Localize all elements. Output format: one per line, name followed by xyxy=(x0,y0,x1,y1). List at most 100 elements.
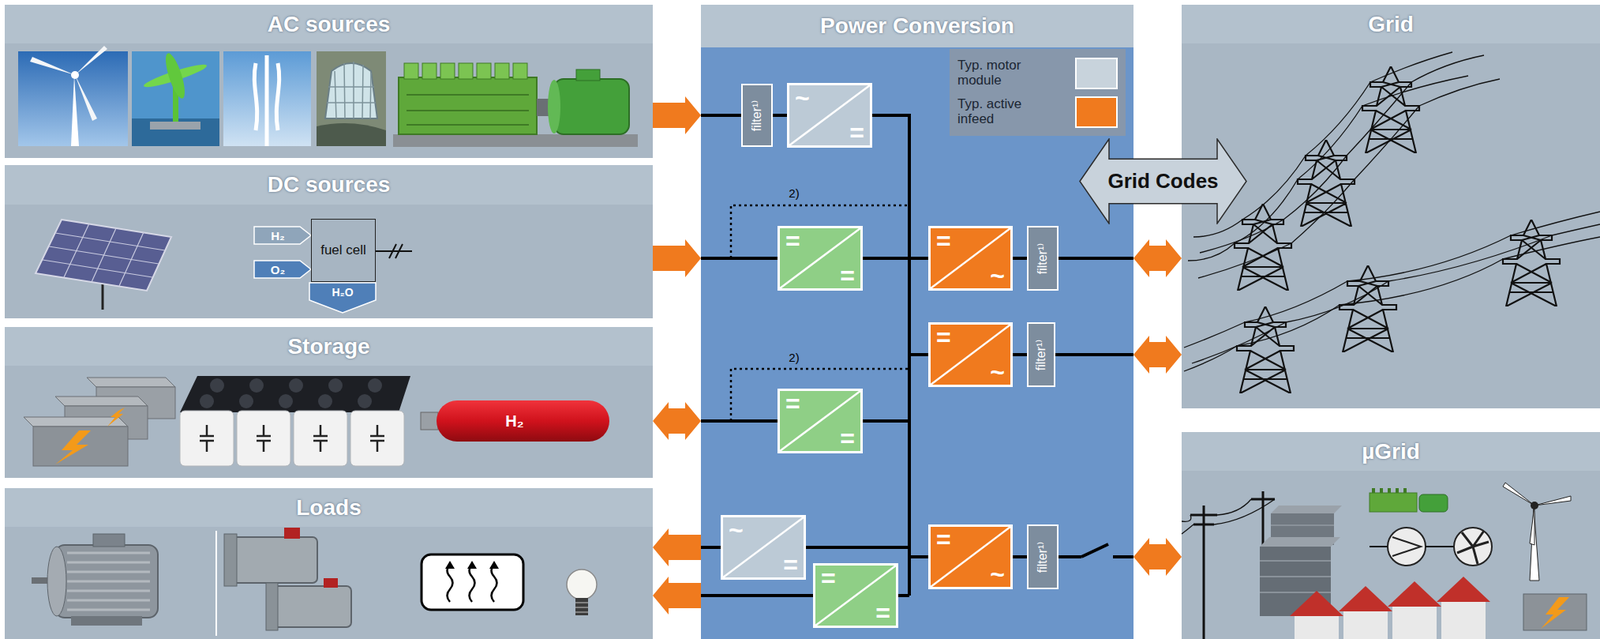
induction-motor xyxy=(93,533,125,547)
substance-label: H₂O xyxy=(331,286,353,298)
bus-wiring xyxy=(700,256,778,260)
bus-wiring xyxy=(700,593,814,597)
converter-symbol: = xyxy=(869,599,896,626)
filter-box: filter¹⁾ xyxy=(1026,322,1056,387)
generator-set xyxy=(476,63,491,79)
wind-turbine-photo xyxy=(71,75,79,147)
supercapacitor-bank xyxy=(293,410,348,466)
tidal-turbine-photo xyxy=(149,121,201,130)
houses xyxy=(1294,614,1339,639)
induction-motor xyxy=(67,552,150,610)
pump-and-fan xyxy=(1369,527,1492,566)
filter-box: filter¹⁾ xyxy=(741,83,773,147)
converter-diagonal xyxy=(930,324,1011,385)
converter-diagonal xyxy=(723,517,804,578)
substance-label: H₂ xyxy=(505,412,524,429)
heater-symbol xyxy=(421,554,524,610)
converter-diagonal xyxy=(815,565,896,626)
supercapacitor-bank xyxy=(350,410,405,466)
tidal-turbine-photo xyxy=(131,51,220,147)
office-buildings xyxy=(1259,505,1342,616)
panel-heading: µGrid xyxy=(1181,431,1600,471)
heater-symbol xyxy=(421,554,524,610)
fuel-cell-flows xyxy=(309,282,376,313)
hydrogen-cylinder xyxy=(420,412,439,430)
panel-ground xyxy=(4,487,653,639)
supercapacitor-bank xyxy=(239,393,254,409)
power-flow-arrow xyxy=(1133,239,1182,278)
footnote-marker: 2) xyxy=(788,187,799,199)
converter-symbol: = xyxy=(777,551,804,578)
hydrogen-cylinder xyxy=(436,400,610,442)
double-arrow-shape xyxy=(1079,138,1247,224)
transmission-wires xyxy=(1184,236,1600,371)
hydro-plant-photo xyxy=(316,123,386,147)
bus-wiring xyxy=(700,113,742,117)
pump-and-fan xyxy=(1425,545,1454,548)
tidal-turbine-photo xyxy=(131,118,220,147)
generator-set xyxy=(404,63,419,79)
wind-turbine-photo xyxy=(18,51,128,147)
supercapacitor-bank xyxy=(199,424,385,452)
converter-box: ~= xyxy=(720,514,806,580)
bus-wiring xyxy=(898,593,910,597)
supercapacitor-bank xyxy=(278,393,293,409)
filter-box: filter¹⁾ xyxy=(1026,524,1059,589)
generator-set xyxy=(398,77,537,135)
converter-symbol: = xyxy=(930,526,957,552)
converter-symbol: ~ xyxy=(984,262,1011,289)
houses xyxy=(1343,609,1388,639)
fuel-cell-flows xyxy=(254,260,312,278)
office-buildings xyxy=(1259,524,1334,593)
supercapacitor-bank xyxy=(179,375,411,413)
filter-label: filter¹⁾ xyxy=(749,99,765,131)
servo-motors xyxy=(323,577,338,588)
supercapacitor-bank xyxy=(367,378,383,393)
panel-heading: DC sources xyxy=(4,164,653,205)
houses xyxy=(1338,585,1393,611)
wind-turbine-photo xyxy=(29,45,108,121)
small-battery xyxy=(1540,596,1570,629)
battery-stack xyxy=(55,430,91,465)
wind-turbine-photo xyxy=(71,71,79,79)
pump-and-fan xyxy=(1392,536,1421,556)
generator-set xyxy=(494,63,510,79)
generator-set xyxy=(406,94,529,125)
servo-motors xyxy=(272,585,352,627)
office-buildings xyxy=(1259,536,1341,547)
divider-line xyxy=(215,530,218,636)
houses xyxy=(1436,576,1491,602)
houses xyxy=(1392,604,1437,639)
converter-symbol: ~ xyxy=(984,359,1011,385)
panel-ground xyxy=(4,4,653,158)
supercapacitor-bank xyxy=(236,410,291,466)
converter-box: == xyxy=(777,225,863,291)
section-panel: Grid xyxy=(1181,4,1600,409)
bus-wiring xyxy=(805,545,910,549)
tidal-turbine-photo xyxy=(131,51,220,147)
grid-codes-arrow: Grid Codes xyxy=(1079,138,1248,225)
houses xyxy=(1387,580,1442,607)
transmission-wires xyxy=(1199,55,1484,253)
small-wind-turbine xyxy=(1502,482,1571,545)
houses xyxy=(1441,599,1486,639)
panel-ground xyxy=(4,164,653,319)
filter-label: filter¹⁾ xyxy=(1035,540,1051,572)
legend-swatch xyxy=(1075,96,1118,128)
transmission-towers xyxy=(1234,66,1560,394)
induction-motor xyxy=(31,533,158,626)
bus-wiring xyxy=(862,419,910,423)
converter-symbol: = xyxy=(930,324,957,350)
converter-diagonal xyxy=(930,228,1011,289)
supercapacitor-bank xyxy=(328,378,343,393)
light-bulb xyxy=(566,569,597,600)
panel-heading: Storage xyxy=(4,326,653,366)
power-flow-arrow xyxy=(652,528,701,566)
vertical-turbine-photo xyxy=(254,63,279,131)
wire-connection xyxy=(1012,256,1027,260)
panel-ground xyxy=(700,4,1134,639)
solar-panel xyxy=(101,280,105,310)
panel-ground xyxy=(1181,4,1600,409)
section-panel: Loads xyxy=(4,487,653,639)
induction-motor xyxy=(47,546,67,616)
